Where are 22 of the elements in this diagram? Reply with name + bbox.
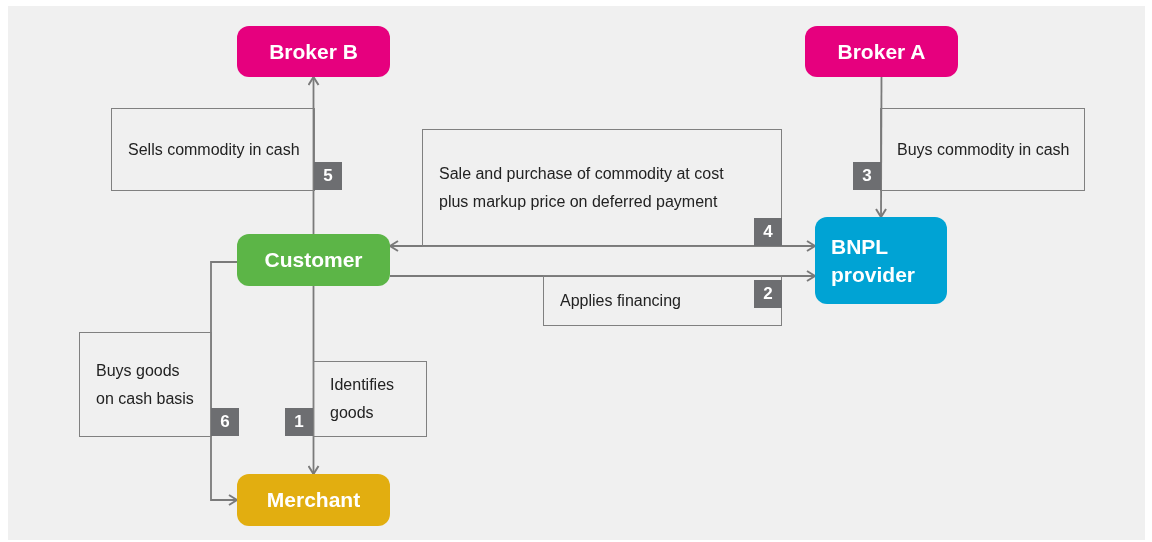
step-number: 4 (754, 218, 782, 246)
connector-arrow (389, 270, 816, 282)
step-number: 3 (853, 162, 881, 190)
step-number: 2 (754, 280, 782, 308)
rounded-box: Broker A (805, 26, 958, 77)
edge-label: Sells commodity in cash (128, 139, 300, 160)
edge-label: Buys goods on cash basis (96, 360, 195, 409)
edge-label: Applies financing (560, 290, 681, 311)
connector-arrow (875, 76, 888, 218)
rounded-box: Broker B (237, 26, 390, 77)
rounded-box: Customer (237, 234, 390, 286)
step-number: 6 (211, 408, 239, 436)
step-number: 5 (314, 162, 342, 190)
connector-arrow (389, 240, 816, 252)
connector-arrow (210, 261, 238, 506)
edge-label: Sale and purchase of commodity at cost plus markup price on deferred payment (439, 164, 725, 212)
rounded-box: BNPL provider (815, 217, 947, 304)
edge-label: Identifies goods (330, 375, 396, 423)
edge-label: Buys commodity in cash (897, 139, 1070, 160)
rounded-box: Merchant (237, 474, 390, 526)
connector-arrow (307, 76, 320, 235)
step-number: 1 (285, 408, 313, 436)
